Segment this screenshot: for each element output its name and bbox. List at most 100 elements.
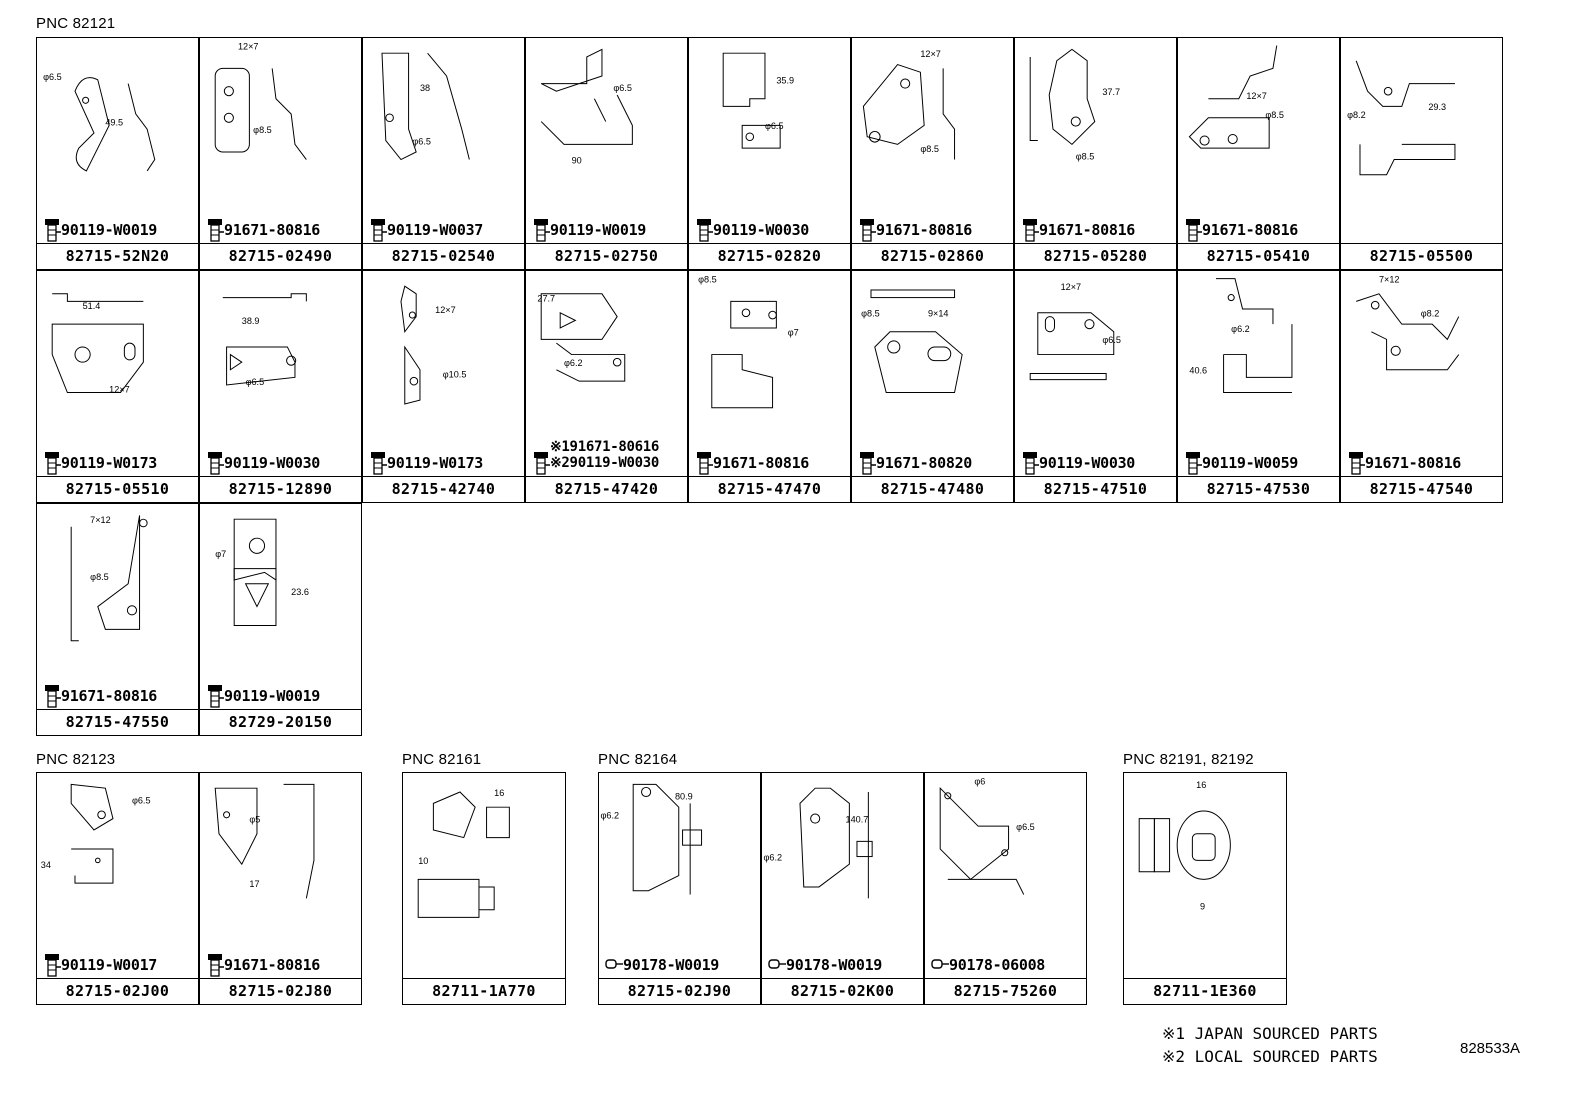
fastener-row: 90119-W0030 [204, 451, 361, 475]
dimension-label: 7×12 [90, 515, 111, 525]
dimension-label: 16 [1196, 780, 1206, 790]
part-number[interactable]: 82729-20150 [200, 709, 361, 735]
fastener-part-number: 91671-80816 [876, 221, 972, 239]
part-drawing: 80.9φ6.2 [601, 783, 703, 895]
fastener-row: 91671-80820 [856, 451, 1013, 475]
part-drawing: φ6.534 [41, 783, 151, 884]
part-number[interactable]: 82715-02J90 [599, 978, 760, 1004]
part-number[interactable]: 82715-02540 [363, 243, 524, 269]
fastener-row: 91671-80816 [856, 218, 1013, 242]
fastener-row: 90119-W0059 [1182, 451, 1339, 475]
part-number[interactable]: 82715-52N20 [37, 243, 198, 269]
fastener-part-number: 91671-80816 [224, 221, 320, 239]
fastener-row: 90178-W0019 [603, 953, 760, 977]
part-drawing: 37.7φ8.5 [1029, 48, 1120, 162]
part-drawing: φ6.590 [540, 48, 633, 165]
part-number[interactable]: 82715-75260 [925, 978, 1086, 1004]
dimension-label: φ8.5 [90, 572, 109, 582]
part-number[interactable]: 82715-47480 [852, 476, 1013, 502]
part-number[interactable]: 82715-02750 [526, 243, 687, 269]
dimension-label: φ6.5 [43, 72, 62, 82]
fastener-row: 90119-W0173 [367, 451, 524, 475]
part-number[interactable]: 82715-47550 [37, 709, 198, 735]
part-number[interactable]: 82711-1A770 [403, 978, 565, 1004]
fastener-row: 90119-W0019 [41, 218, 198, 242]
fastener-number: 90119-W0173 [387, 454, 484, 472]
part-number[interactable]: 82715-42740 [363, 476, 524, 502]
part-number[interactable]: 82715-02860 [852, 243, 1013, 269]
part-number[interactable]: 82711-1E360 [1124, 978, 1286, 1004]
part-number[interactable]: 82715-05510 [37, 476, 198, 502]
dimension-label: 12×7 [1246, 91, 1267, 101]
part-number[interactable]: 82715-05500 [1341, 243, 1502, 269]
dimension-label: 51.4 [83, 301, 101, 311]
dimension-label: 12×7 [109, 385, 130, 395]
part-number[interactable]: 82715-47540 [1341, 476, 1502, 502]
fastener-row: 91671-80816 [693, 451, 850, 475]
part-number[interactable]: 82715-02820 [689, 243, 850, 269]
fastener-number: 91671-80816 [61, 687, 158, 705]
dimension-label: 38 [420, 83, 430, 93]
part-number[interactable]: 82715-02J00 [37, 978, 198, 1004]
fastener-number: 90119-W0030 [713, 221, 810, 239]
dimension-label: 16 [494, 788, 504, 798]
fastener-row: 90178-06008 [929, 953, 1086, 977]
dimension-label: φ6.2 [564, 358, 583, 368]
fastener-part-number: 91671-80816 [713, 454, 809, 472]
part-number[interactable]: 82715-47510 [1015, 476, 1176, 502]
fastener-row: 90119-W0030 [693, 218, 850, 242]
part-drawing: 12×7φ8.5 [214, 41, 307, 160]
part-number[interactable]: 82715-05410 [1178, 243, 1339, 269]
dimension-label: φ8.2 [1421, 309, 1440, 319]
part-drawing: 7×12 φ8.2 [1356, 274, 1460, 371]
part-number[interactable]: 82715-02490 [200, 243, 361, 269]
part-number[interactable]: 82715-05280 [1015, 243, 1176, 269]
dimension-label: 80.9 [675, 792, 693, 802]
fastener-part-number: 90178-W0019 [786, 956, 882, 974]
part-number[interactable]: 82715-12890 [200, 476, 361, 502]
dimension-label: 40.6 [1189, 366, 1207, 376]
dimension-label: 12×7 [238, 41, 259, 51]
fastener-part-number: 91671-80816 [1365, 454, 1461, 472]
part-number[interactable]: 82715-02J80 [200, 978, 361, 1004]
dimension-label: φ6.5 [412, 136, 431, 146]
part-number[interactable]: 82715-02K00 [762, 978, 923, 1004]
part-cell: 7×12 φ8.5 91671-80816 82715-47550 [36, 503, 199, 736]
part-drawing: 12×7φ8.5 [862, 49, 956, 160]
part-drawing: φ6.549.5 [43, 72, 156, 172]
dimension-label: 29.3 [1428, 102, 1446, 112]
fastener-number: ※191671-80616 [550, 439, 659, 455]
pnc-label-82191-82192: PNC 82191, 82192 [1123, 751, 1254, 768]
fastener-number: 90119-W0059 [1202, 454, 1299, 472]
pnc-label-82123: PNC 82123 [36, 751, 116, 768]
part-number[interactable]: 82715-47470 [689, 476, 850, 502]
dimension-label: 12×7 [920, 49, 941, 59]
fastener-row: 90119-W0019 [530, 218, 687, 242]
part-number[interactable]: 82715-47420 [526, 476, 687, 502]
dimension-label: φ6.5 [246, 377, 265, 387]
dimension-label: φ7 [788, 328, 799, 338]
dimension-label: φ6.5 [132, 795, 151, 805]
fastener-part-number: 90119-W0030 [1039, 454, 1135, 472]
fastener-part-number: 90119-W0019 [224, 687, 320, 705]
dimension-label: 7×12 [1379, 274, 1400, 284]
dimension-label: φ6 [974, 776, 985, 786]
fastener-row: 90119-W0030 [1019, 451, 1176, 475]
fastener-row: 91671-80816 [1182, 218, 1339, 242]
part-number[interactable]: 82715-47530 [1178, 476, 1339, 502]
